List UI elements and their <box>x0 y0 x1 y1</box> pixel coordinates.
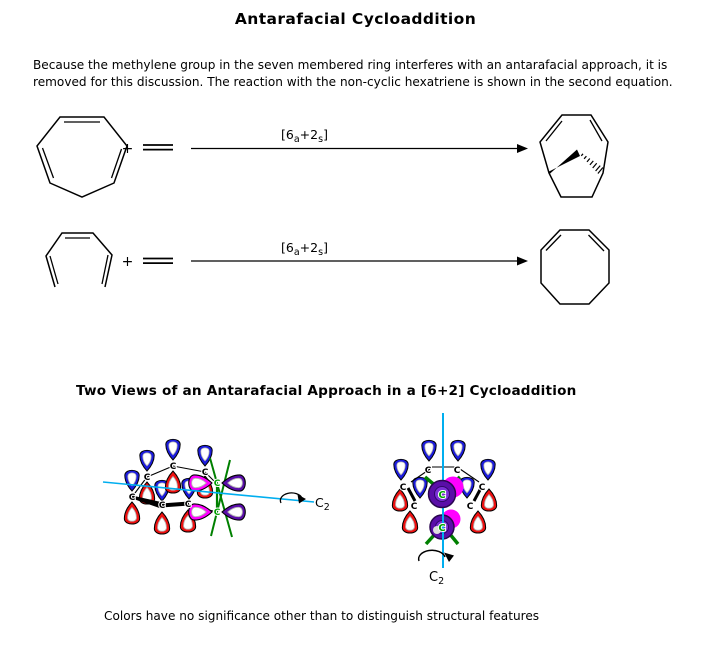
carbon-label: C <box>400 483 407 493</box>
orbital-views: C C C C C C C C C2 <box>102 413 498 587</box>
carbon-label: C <box>411 502 418 512</box>
rotation-arrow <box>417 549 454 562</box>
carbon-label: C <box>170 462 177 472</box>
p-orbital-lobe <box>469 510 487 534</box>
ethylene-unit <box>209 457 233 538</box>
footnote: Colors have no significance other than t… <box>104 609 540 623</box>
p-orbital-lobe <box>412 476 428 499</box>
c2-axis-line <box>102 481 315 503</box>
hexatriene-structure <box>45 232 113 288</box>
hashed-wedge-bond <box>580 153 604 174</box>
reaction-label-1: [6a+2s] <box>281 127 328 145</box>
carbon-label: C <box>425 466 432 476</box>
carbon-label: C <box>185 500 192 510</box>
bold-wedge-bond <box>549 149 580 175</box>
p-orbital-lobe <box>421 439 437 462</box>
side-view-diagram: C C C C C C C C C2 <box>102 438 330 538</box>
section-subtitle: Two Views of an Antarafacial Approach in… <box>76 383 577 399</box>
pi-orbital-lobe <box>221 503 246 521</box>
plus-sign: + <box>122 141 134 157</box>
ethylene-structure <box>143 144 173 151</box>
p-orbital-lobe <box>401 510 419 534</box>
reaction-label-2: [6a+2s] <box>281 240 328 258</box>
bold-wedge-bond <box>132 495 161 509</box>
plus-sign: + <box>122 254 134 270</box>
reaction-arrow <box>191 144 528 153</box>
purple-lobes <box>221 474 246 521</box>
p-orbital-lobe <box>123 501 141 525</box>
p-orbital-lobe <box>197 444 213 467</box>
ring-skeleton <box>406 466 483 502</box>
reaction-arrow <box>191 256 528 266</box>
carbon-label: C <box>479 483 486 493</box>
p-orbital-lobe <box>165 438 181 461</box>
intro-paragraph: Because the methylene group in the seven… <box>33 57 673 92</box>
pi-orbital-lobe <box>188 503 213 521</box>
reaction-2: + [6a+2s] <box>45 229 610 305</box>
carbon-label: C <box>144 473 151 483</box>
carbon-label: C <box>454 466 461 476</box>
c2-axis-label: C2 <box>315 495 330 513</box>
p-orbital-lobe <box>480 458 496 481</box>
carbon-label-green: C <box>438 490 445 501</box>
p-orbital-lobe <box>139 449 155 472</box>
reaction-1: + [6a+2s] <box>36 114 609 198</box>
p-orbital-lobe <box>153 511 171 535</box>
carbon-label-green: C <box>214 508 221 518</box>
ethylene-structure <box>143 257 173 265</box>
carbon-label: C <box>202 468 209 478</box>
rotation-arrow <box>279 492 306 504</box>
carbon-label: C <box>467 502 474 512</box>
end-on-view-diagram: C C C C C C C C C2 <box>391 413 498 587</box>
intro-line-2: removed for this discussion. The reactio… <box>33 75 673 90</box>
carbon-label-green: C <box>438 523 445 534</box>
carbon-labels: C C C C C C C C <box>128 461 222 519</box>
intro-line-1: Because the methylene group in the seven… <box>33 58 668 72</box>
p-orbital-lobe <box>124 469 140 492</box>
top-carbon-disc <box>427 479 457 509</box>
c2-axis-label: C2 <box>429 570 444 587</box>
carbon-labels: C C C C C C C C <box>399 465 487 535</box>
reaction-scheme: + [6a+2s] <box>36 114 610 305</box>
cycloheptatriene-structure <box>36 116 128 198</box>
page-title: Antarafacial Cycloaddition <box>234 10 477 28</box>
carbon-label-green: C <box>214 479 221 489</box>
p-orbital-lobe <box>450 439 466 462</box>
p-orbital-lobe <box>393 458 409 481</box>
carbon-label: C <box>159 501 166 511</box>
cyclooctadiene-structure <box>540 229 610 305</box>
bicyclic-adduct-structure <box>539 114 609 198</box>
carbon-label: C <box>129 493 136 503</box>
